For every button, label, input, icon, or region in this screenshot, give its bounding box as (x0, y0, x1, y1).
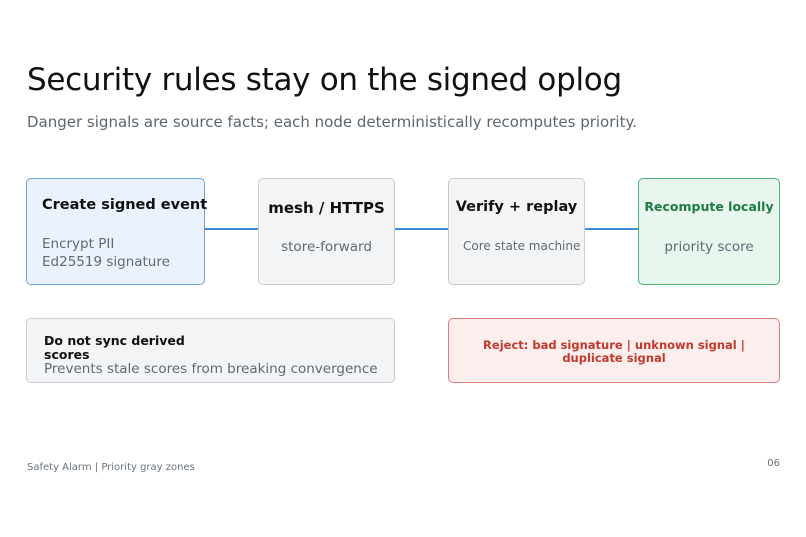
recompute-detail: priority score (664, 239, 754, 255)
transport-detail: store-forward (281, 239, 372, 255)
verify-detail: Core state machine (463, 239, 581, 253)
slide-subtitle: Danger signals are source facts; each no… (27, 113, 637, 131)
verify-heading: Verify + replay (455, 199, 578, 215)
transport-box: mesh / HTTPS store-forward (258, 178, 395, 285)
recompute-box: Recompute locally priority score (638, 178, 780, 285)
reject-note-box: Reject: bad signature | unknown signal |… (448, 318, 780, 383)
create-signed-event-box: Create signed event Encrypt PII Ed25519 … (26, 178, 208, 285)
connector-create-transport (205, 228, 258, 230)
create-event-heading: Create signed event (42, 197, 208, 213)
reject-conditions-text: Reject: bad signature | unknown signal |… (483, 338, 745, 365)
no-sync-detail: Prevents stale scores from breaking conv… (44, 361, 378, 377)
no-sync-note-box: Do not sync derived scores Prevents stal… (26, 318, 395, 383)
encrypt-pii-text: Encrypt PII (42, 236, 115, 252)
transport-heading: mesh / HTTPS (268, 199, 385, 217)
connector-verify-recompute (585, 228, 638, 230)
create-event-details: Encrypt PII Ed25519 signature (42, 235, 170, 271)
no-sync-heading: Do not sync derived scores (44, 333, 185, 362)
footer-label: Safety Alarm | Priority gray zones (27, 462, 195, 473)
recompute-heading: Recompute locally (644, 199, 774, 214)
signature-text: Ed25519 signature (42, 254, 170, 270)
page-number: 06 (767, 458, 780, 469)
connector-transport-verify (395, 228, 448, 230)
verify-replay-box: Verify + replay Core state machine (448, 178, 585, 285)
slide-title: Security rules stay on the signed oplog (27, 62, 622, 98)
